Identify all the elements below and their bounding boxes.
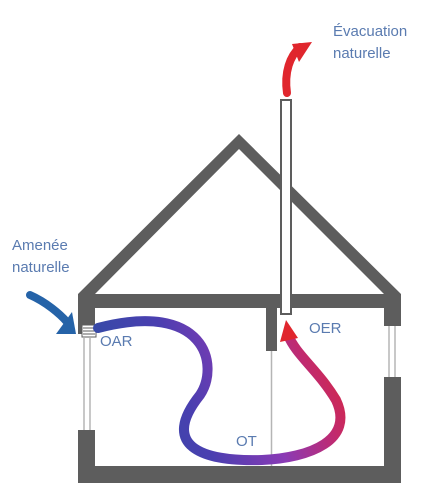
flow-arrowhead bbox=[280, 320, 298, 342]
roof bbox=[78, 134, 401, 307]
exhaust-label: Évacuation naturelle bbox=[333, 21, 407, 65]
air-flow-path bbox=[93, 316, 346, 466]
exhaust-arrowhead bbox=[292, 42, 312, 62]
partition-wall bbox=[266, 308, 277, 351]
right-wall-upper bbox=[384, 294, 401, 326]
supply-label: Amenée naturelle bbox=[12, 235, 70, 279]
supply-arrowhead bbox=[56, 312, 76, 334]
supply-label-line1: Amenée bbox=[12, 237, 68, 254]
supply-label-line2: naturelle bbox=[12, 259, 70, 276]
ot-label: OT bbox=[236, 433, 257, 450]
exhaust-duct bbox=[280, 99, 292, 315]
oar-label: OAR bbox=[100, 333, 133, 350]
floor bbox=[78, 377, 401, 483]
left-window bbox=[83, 338, 91, 430]
exhaust-label-line2: naturelle bbox=[333, 45, 391, 62]
ceiling bbox=[78, 294, 401, 308]
right-window bbox=[388, 326, 396, 378]
left-wall-upper bbox=[78, 294, 95, 334]
supply-arrow bbox=[26, 291, 71, 326]
exhaust-label-line1: Évacuation bbox=[333, 23, 408, 40]
oer-label: OER bbox=[309, 320, 342, 337]
